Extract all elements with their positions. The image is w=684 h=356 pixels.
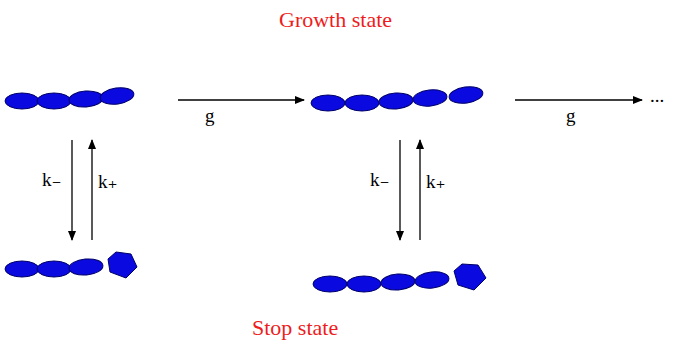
restart-arrow xyxy=(419,140,420,240)
monomer xyxy=(99,86,135,107)
state-title: Stop state xyxy=(252,316,338,340)
monomer xyxy=(347,276,381,292)
monomer xyxy=(448,85,484,106)
state-title: Growth state xyxy=(279,8,392,32)
rate-label: g xyxy=(566,106,576,127)
continuation-dots: ... xyxy=(650,86,664,107)
rate-label: g xyxy=(205,106,215,127)
growth-arrow xyxy=(178,99,304,100)
restart-arrow xyxy=(91,140,92,240)
monomer xyxy=(412,88,447,107)
rate-label: k₋ xyxy=(42,170,62,191)
growth-arrow xyxy=(515,99,642,100)
rate-label: k₊ xyxy=(426,172,446,193)
monomer xyxy=(5,261,39,277)
stop-arrow xyxy=(71,140,72,240)
rate-label: k₋ xyxy=(370,170,390,191)
monomer xyxy=(345,95,379,111)
monomer xyxy=(378,92,413,110)
monomer xyxy=(313,276,347,292)
monomer xyxy=(311,95,345,111)
stop-arrow xyxy=(399,140,400,240)
monomer xyxy=(37,93,71,109)
monomer xyxy=(37,261,71,277)
monomer xyxy=(5,93,39,109)
cap-pentagon xyxy=(108,252,137,278)
monomer xyxy=(414,270,449,289)
cap-pentagon xyxy=(454,264,486,290)
monomer xyxy=(68,90,103,108)
monomer xyxy=(380,273,415,291)
monomer xyxy=(68,258,103,277)
rate-label: k₊ xyxy=(98,172,118,193)
